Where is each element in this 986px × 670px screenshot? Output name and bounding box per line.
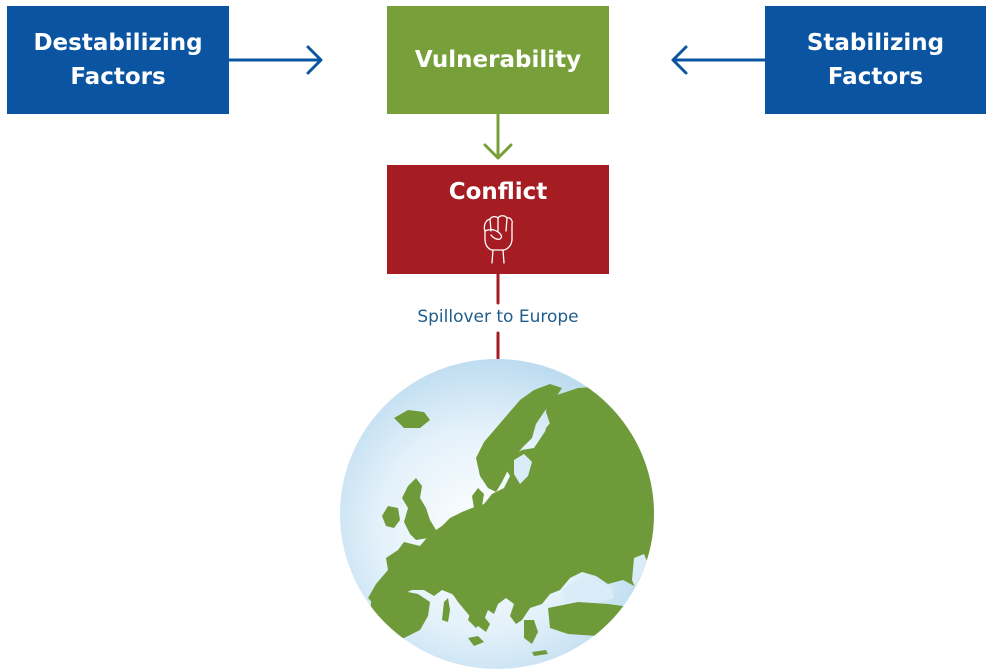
- arrow-vulnerability-to-conflict: [483, 112, 513, 160]
- conflict-label: Conflict: [448, 179, 548, 205]
- vulnerability-label: Vulnerability: [414, 47, 582, 73]
- stabilizing-factors-node: Stabilizing Factors: [765, 6, 986, 114]
- europe-globe-icon: [340, 359, 654, 669]
- stabilizing-label-line1: Stabilizing: [806, 30, 945, 56]
- destabilizing-factors-node: Destabilizing Factors: [7, 6, 229, 114]
- fist-icon: [483, 215, 513, 264]
- destabilizing-label-line1: Destabilizing: [33, 30, 203, 56]
- spillover-to-europe-label: Spillover to Europe: [380, 307, 616, 327]
- destabilizing-label-line2: Factors: [70, 64, 166, 90]
- arrow-destabilizing-to-vulnerability: [227, 45, 323, 75]
- vulnerability-node: Vulnerability: [387, 6, 609, 114]
- conflict-node: Conflict: [387, 165, 609, 274]
- stabilizing-label-line2: Factors: [827, 64, 924, 90]
- arrow-stabilizing-to-vulnerability: [671, 45, 767, 75]
- europe-landmass: [366, 384, 654, 656]
